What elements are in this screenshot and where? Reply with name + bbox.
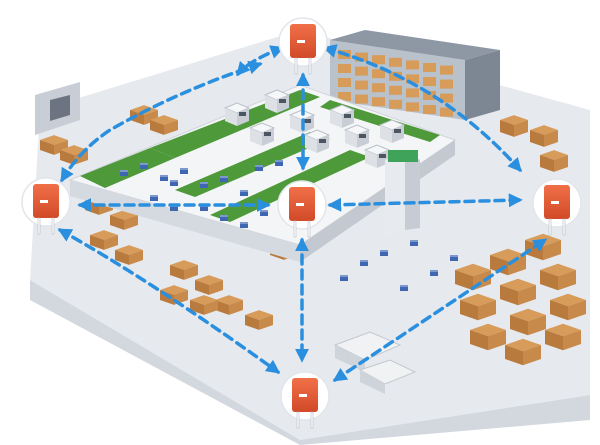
ap-left: [21, 177, 71, 235]
rack-box: [338, 64, 351, 73]
rack-box: [372, 55, 385, 65]
ap-center: [277, 180, 327, 238]
ap-antenna: [310, 411, 314, 429]
access-points: [21, 17, 582, 429]
ap-logo: [296, 203, 304, 206]
rack-box: [389, 85, 402, 95]
signal-link: [327, 193, 523, 212]
ap-logo: [551, 201, 559, 204]
ap-antenna: [37, 217, 41, 235]
rack-box: [423, 105, 436, 114]
rack-box: [423, 63, 436, 72]
rack-box: [389, 57, 402, 67]
rack-box: [338, 78, 351, 87]
signal-link: [322, 44, 522, 173]
rack-box: [423, 77, 436, 86]
blue-tote: [170, 180, 178, 186]
rack-box: [355, 94, 368, 104]
signal-link: [332, 238, 548, 382]
rack-box: [372, 97, 385, 107]
ap-antenna: [308, 57, 312, 75]
ap-logo: [299, 394, 307, 397]
rack-box: [355, 66, 368, 76]
blue-tote: [240, 222, 248, 228]
wireless-links: [57, 44, 548, 382]
ap-antenna: [548, 218, 552, 236]
control-tower: [385, 150, 420, 238]
rack-box: [372, 83, 385, 93]
rack-box: [406, 88, 419, 98]
rack-box: [389, 99, 402, 109]
signal-link: [60, 60, 263, 183]
ap-antenna: [294, 57, 298, 75]
blue-tote: [240, 190, 248, 196]
blue-tote: [200, 182, 208, 188]
ap-antenna: [296, 411, 300, 429]
ap-antenna: [307, 220, 311, 238]
ap-antenna: [51, 217, 55, 235]
rack-box: [440, 79, 453, 89]
ap-logo: [40, 200, 48, 203]
blue-tote: [260, 210, 268, 216]
rack-box: [440, 65, 453, 75]
ap-bottom: [280, 371, 330, 429]
ap-right: [532, 178, 582, 236]
ap-logo: [297, 40, 305, 43]
blue-tote: [275, 160, 283, 166]
ap-antenna: [293, 220, 297, 238]
rack-box: [355, 80, 368, 90]
rack-box: [406, 102, 419, 112]
ap-antenna: [562, 218, 566, 236]
rack-box: [406, 60, 419, 70]
blue-tote: [220, 215, 228, 221]
ap-top: [278, 17, 328, 75]
